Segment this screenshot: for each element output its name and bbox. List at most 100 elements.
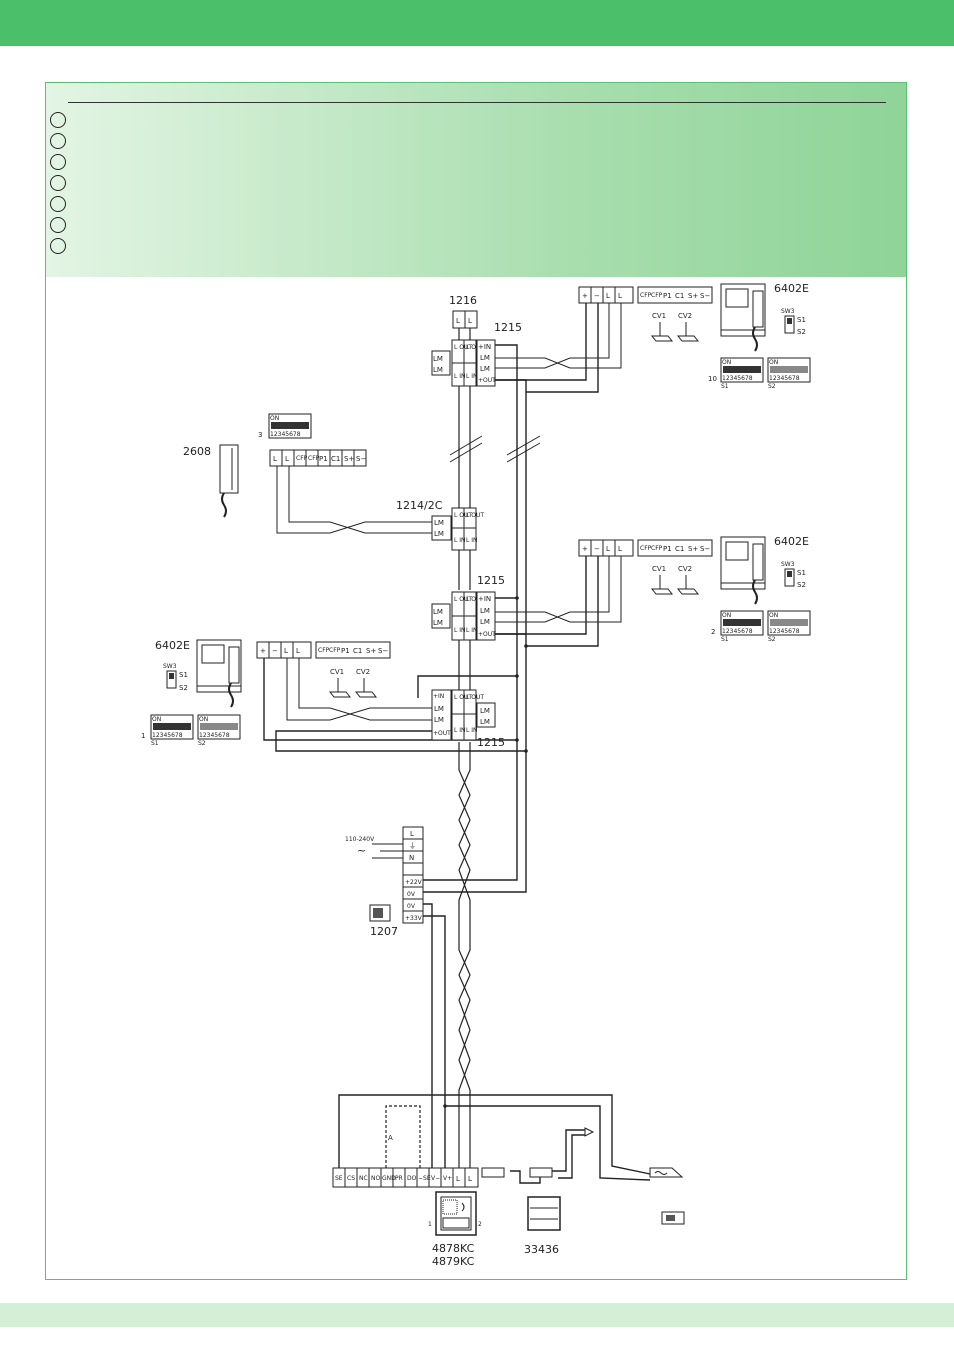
terminal-l-out: L OUT <box>466 596 484 603</box>
dip-on-label: ON <box>152 716 161 723</box>
cable-break-marks <box>449 435 541 463</box>
terminal-l-in: L IN <box>466 373 478 380</box>
distributor-label: 1215 <box>477 574 505 587</box>
terminal-l: L <box>410 830 414 838</box>
footer-bar <box>0 1303 954 1327</box>
dip-on-label: ON <box>769 612 778 619</box>
sw3-label: SW3 <box>781 308 795 315</box>
dip-numbers: 12345678 <box>722 375 753 382</box>
terminal-plus: + <box>582 545 588 553</box>
terminator-1216: L L 1216 <box>449 294 478 329</box>
terminal-l-out: L OUT <box>454 596 472 603</box>
terminal-l: L <box>284 647 288 655</box>
cv-buttons-top: CV1 CV2 <box>650 312 700 342</box>
terminal-lm: LM <box>480 718 490 726</box>
terminal-pr: PR <box>395 1175 403 1182</box>
legend-panel <box>46 83 906 277</box>
terminal-cfp: CFP <box>640 292 652 299</box>
distributor-label: 1215 <box>477 736 505 749</box>
terminal-s-plus: S+ <box>366 647 376 655</box>
distributor-1215-mid: L OUT L OUT L IN L IN LM LM +IN LM LM +O… <box>431 574 505 641</box>
terminal-no: NO <box>371 1175 380 1182</box>
terminal-c1: C1 <box>353 647 362 655</box>
monitor-label: 6402E <box>774 282 809 295</box>
terminal-c1: C1 <box>675 292 684 300</box>
terminal-n: N <box>409 854 414 862</box>
terminal-plus-22v: +22V <box>405 879 423 886</box>
terminal-plus-out: +OUT <box>478 377 496 384</box>
terminal-l-out: L OUT <box>454 344 472 351</box>
terminal-lm: LM <box>480 607 490 615</box>
terminal-cfp: CFP <box>651 292 663 299</box>
terminal-nc: NC <box>359 1175 368 1182</box>
terminal-l-out: L OUT <box>466 512 484 519</box>
monitor-terminal-strip-left: + − L L CFP CFP P1 C1 S+ S− <box>256 641 391 659</box>
distributor-1214-2c: L OUT L OUT L IN L IN LM LM 1214/2C <box>396 499 484 551</box>
terminal-p1: P1 <box>663 545 672 553</box>
terminal-l-out: L OUT <box>466 694 484 701</box>
button-module-label: 33436 <box>524 1243 559 1256</box>
distributor-1215-top: L OUT L OUT L IN L IN LM LM +IN LM LM +O… <box>431 321 522 387</box>
legend-language-marker <box>50 112 66 128</box>
s1-label: S1 <box>721 383 729 390</box>
door-lock-devices <box>481 1127 685 1225</box>
terminal-lm: LM <box>433 366 443 374</box>
terminal-l-in: L IN <box>466 727 478 734</box>
s2-label: S2 <box>797 581 806 589</box>
terminal-plus-in: +IN <box>478 343 491 351</box>
mains-voltage: 110-240V <box>345 836 375 843</box>
terminal-l: L <box>456 317 460 325</box>
legend-language-marker <box>50 133 66 149</box>
button-module-33436: 33436 <box>524 1196 561 1256</box>
terminal-plus: + <box>582 292 588 300</box>
dip-on-label: ON <box>722 359 731 366</box>
handset-wires <box>276 466 436 534</box>
legend-language-marker <box>50 238 66 254</box>
terminal-lm: LM <box>434 519 444 527</box>
legend-divider <box>68 102 886 103</box>
terminal-plus-out: +OUT <box>478 631 496 638</box>
monitor-label: 6402E <box>155 639 190 652</box>
dip-switch-2608: ON 12345678 3 <box>258 413 312 439</box>
entrance-panel-wires <box>338 1094 651 1184</box>
terminator-label: 1216 <box>449 294 477 307</box>
header-bar <box>0 0 954 46</box>
psu-panel-wires <box>405 903 446 1168</box>
terminal-l-out: L OUT <box>466 344 484 351</box>
terminal-p1: P1 <box>663 292 672 300</box>
terminal-earth: ⏚ <box>409 842 416 850</box>
mid-monitor-wires <box>494 556 622 647</box>
psu-label: 1207 <box>370 925 398 938</box>
terminal-cfp: CFP <box>329 647 341 654</box>
terminal-minus: − <box>594 292 600 300</box>
terminal-l-out: L OUT <box>454 512 472 519</box>
terminal-l: L <box>456 1175 460 1183</box>
dip-numbers: 12345678 <box>199 732 230 739</box>
sw3-label: SW3 <box>163 663 177 670</box>
cv1-label: CV1 <box>652 565 666 573</box>
monitor-terminal-strip-mid: + − L L CFP CFP P1 C1 S+ S− <box>578 539 713 557</box>
cv1-label: CV1 <box>652 312 666 320</box>
terminal-se: SE <box>335 1175 343 1182</box>
terminal-l: L <box>468 317 472 325</box>
terminal-l: L <box>273 455 277 463</box>
terminal-l: L <box>606 545 610 553</box>
terminal-0v: 0V <box>407 891 416 898</box>
terminal-plus-out: +OUT <box>433 730 451 737</box>
terminal-cfp: CFP <box>640 545 652 552</box>
terminal-l-in: L IN <box>454 727 466 734</box>
power-supply-1207: L ⏚ N +22V 0V 0V +33V 110-240V ~ 1207 <box>345 826 424 938</box>
handset-terminal-strip: L L CFP CFP P1 C1 S+ S− <box>269 449 367 467</box>
terminal-l: L <box>618 292 622 300</box>
s2-label: S2 <box>198 740 206 747</box>
terminal-s-minus: S− <box>700 545 710 553</box>
terminal-lm: LM <box>434 530 444 538</box>
s1-label: S1 <box>797 569 806 577</box>
distributor-label: 1214/2C <box>396 499 443 512</box>
terminal-s-plus: S+ <box>688 292 698 300</box>
cv2-label: CV2 <box>678 312 692 320</box>
cv1-label: CV1 <box>330 668 344 676</box>
legend-language-marker <box>50 196 66 212</box>
monitor-terminal-strip-top: + − L L CFP CFP P1 C1 S+ S− <box>578 286 713 304</box>
